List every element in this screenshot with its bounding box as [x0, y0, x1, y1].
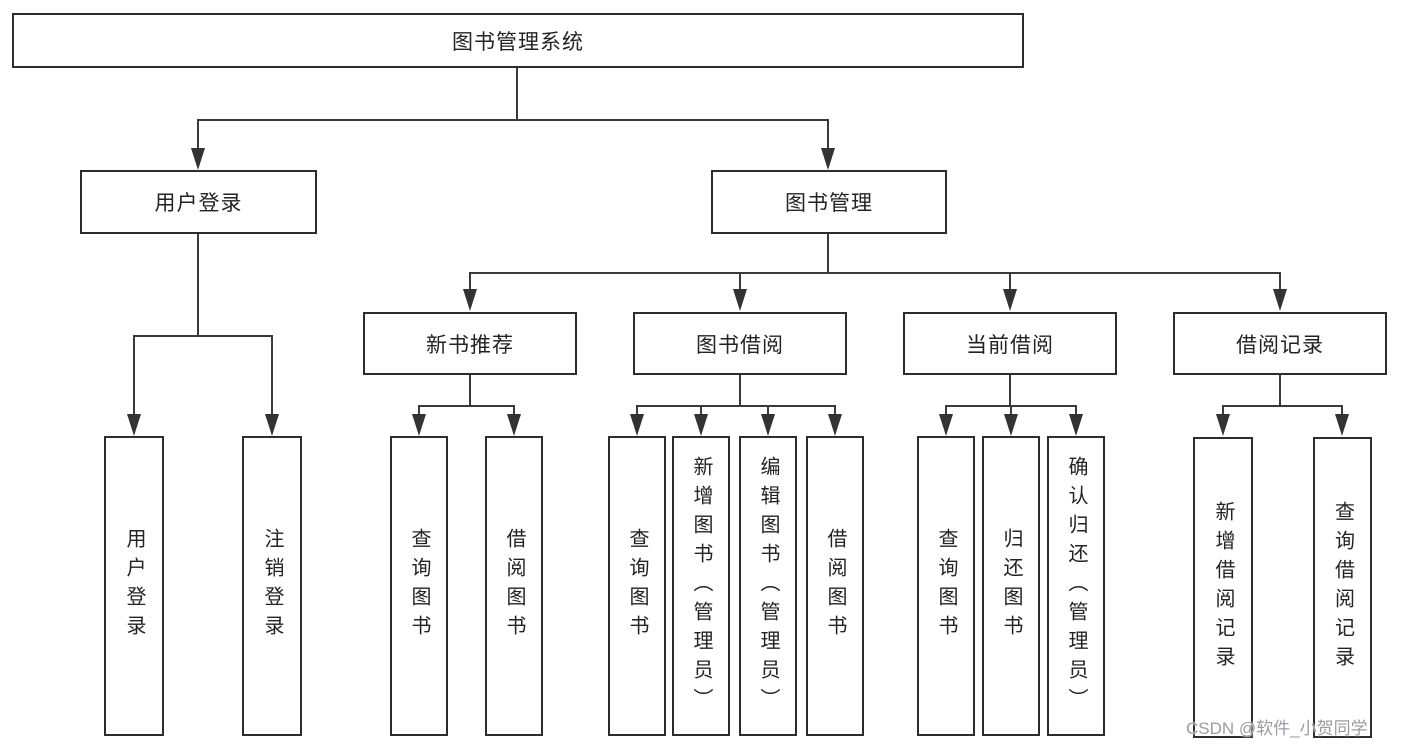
leaf-query-books: 查询图书 [917, 436, 975, 736]
edge-line [1341, 405, 1343, 417]
arrow-down-icon [265, 414, 279, 436]
leaf-borrow-books: 借阅图书 [806, 436, 864, 736]
arrow-down-icon [939, 414, 953, 436]
edge-line [197, 119, 829, 121]
node-label: 图书管理 [785, 192, 873, 215]
edge-line [516, 68, 518, 120]
arrow-down-icon [821, 148, 835, 170]
arrow-down-icon [191, 148, 205, 170]
leaf-add-borrow-record: 新增借阅记录 [1193, 437, 1253, 738]
edge-line [827, 119, 829, 149]
arrow-down-icon [1335, 414, 1349, 436]
node-book-management: 图书管理 [711, 170, 947, 234]
edge-line [418, 405, 515, 407]
edge-line [197, 234, 199, 336]
node-label: 编辑图书（管理员） [757, 455, 779, 717]
csdn-watermark: CSDN @软件_小贺同学 [1186, 719, 1368, 738]
node-label: 图书管理系统 [452, 30, 584, 54]
node-label: 注销登录 [261, 528, 283, 644]
node-new-book-recommend: 新书推荐 [363, 312, 577, 375]
node-label: 借阅记录 [1236, 333, 1324, 357]
node-label: 用户登录 [123, 528, 145, 644]
edge-line [945, 405, 947, 417]
leaf-user-login: 用户登录 [104, 436, 164, 736]
leaf-edit-books-admin: 编辑图书（管理员） [739, 436, 797, 736]
edge-line [197, 119, 199, 149]
edge-line [1222, 405, 1224, 417]
arrow-down-icon [1216, 414, 1230, 436]
node-borrow-records: 借阅记录 [1173, 312, 1387, 375]
node-label: 新书推荐 [426, 333, 514, 357]
node-label: 归还图书 [1000, 528, 1022, 644]
edge-line [767, 405, 769, 417]
edge-line [513, 405, 515, 417]
arrow-down-icon [1004, 414, 1018, 436]
edge-line [827, 234, 829, 274]
node-label: 查询借阅记录 [1331, 500, 1354, 675]
edge-line [636, 405, 836, 407]
leaf-query-borrow-record: 查询借阅记录 [1313, 437, 1372, 738]
leaf-query-books: 查询图书 [608, 436, 666, 736]
node-book-borrow: 图书借阅 [633, 312, 847, 375]
node-label: 借阅图书 [503, 528, 525, 644]
arrow-down-icon [1003, 289, 1017, 311]
arrow-down-icon [507, 414, 521, 436]
edge-line [133, 335, 273, 337]
arrow-down-icon [412, 414, 426, 436]
leaf-return-books: 归还图书 [982, 436, 1040, 736]
arrow-down-icon [694, 414, 708, 436]
node-current-borrow: 当前借阅 [903, 312, 1117, 375]
node-label: 查询图书 [408, 528, 430, 644]
arrow-down-icon [1069, 414, 1083, 436]
edge-line [133, 335, 135, 415]
arrow-down-icon [1273, 289, 1287, 311]
edge-line [271, 335, 273, 415]
edge-line [469, 272, 1281, 274]
edge-line [469, 375, 471, 406]
node-label: 查询图书 [626, 528, 648, 644]
edge-line [1009, 272, 1011, 290]
leaf-confirm-return-admin: 确认归还（管理员） [1047, 436, 1105, 736]
edge-line [700, 405, 702, 417]
node-label: 图书借阅 [696, 333, 784, 357]
node-label: 用户登录 [154, 192, 243, 215]
arrow-down-icon [463, 289, 477, 311]
node-library-system: 图书管理系统 [12, 13, 1024, 68]
edge-line [1279, 272, 1281, 290]
node-label: 当前借阅 [966, 333, 1054, 357]
edge-line [1010, 405, 1012, 417]
node-user-login: 用户登录 [80, 170, 317, 234]
arrow-down-icon [630, 414, 644, 436]
edge-line [636, 405, 638, 417]
leaf-add-books-admin: 新增图书（管理员） [672, 436, 730, 736]
edge-line [1009, 375, 1011, 406]
node-label: 查询图书 [935, 528, 957, 644]
edge-line [1222, 405, 1342, 407]
edge-line [739, 272, 741, 290]
leaf-borrow-books: 借阅图书 [485, 436, 543, 736]
edge-line [418, 405, 420, 417]
node-label: 确认归还（管理员） [1065, 455, 1087, 717]
arrow-down-icon [127, 414, 141, 436]
edge-line [1075, 405, 1077, 417]
arrow-down-icon [733, 289, 747, 311]
arrow-down-icon [761, 414, 775, 436]
edge-line [834, 405, 836, 417]
edge-line [739, 375, 741, 406]
arrow-down-icon [828, 414, 842, 436]
node-label: 借阅图书 [824, 528, 846, 644]
edge-line [469, 272, 471, 290]
edge-line [1279, 375, 1281, 406]
node-label: 新增图书（管理员） [690, 455, 712, 717]
leaf-query-books: 查询图书 [390, 436, 448, 736]
node-label: 新增借阅记录 [1212, 500, 1234, 675]
leaf-logout: 注销登录 [242, 436, 302, 736]
